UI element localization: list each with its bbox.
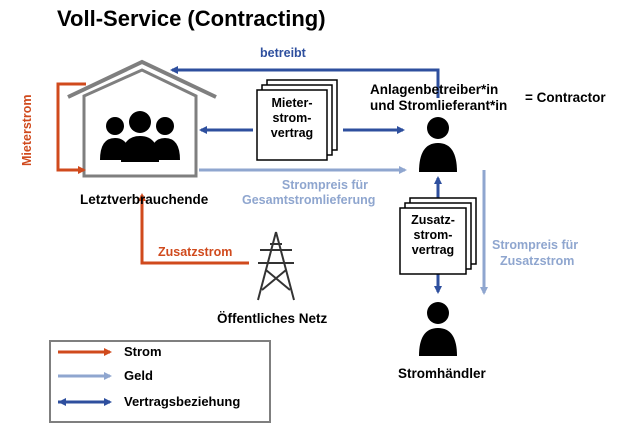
oeffentliches-netz-label: Öffentliches Netz bbox=[217, 311, 328, 326]
doc-line: strom- bbox=[272, 111, 312, 125]
doc-line: Zusatz- bbox=[411, 213, 455, 227]
betreibt-arrow bbox=[170, 66, 440, 98]
zusatzstromvertrag-text: Zusatz- strom- vertrag bbox=[400, 213, 466, 258]
contractor-equals-label: = Contractor bbox=[525, 90, 606, 105]
contractor-person-icon bbox=[419, 117, 457, 172]
betreibt-label: betreibt bbox=[260, 46, 306, 60]
doc-line: Mieter- bbox=[271, 96, 313, 110]
contractor-label-line2: und Stromlieferant*in bbox=[370, 98, 508, 113]
stromhaendler-person-icon bbox=[419, 302, 457, 356]
doc-line: vertrag bbox=[270, 126, 314, 140]
legend-box bbox=[49, 340, 271, 423]
zusatzstromvertrag-document-icon bbox=[399, 197, 477, 275]
strompreis-gesamt-label-line1: Strompreis für bbox=[281, 178, 369, 192]
power-pylon-icon bbox=[257, 231, 295, 301]
stromhaendler-label: Stromhändler bbox=[398, 366, 486, 381]
strompreis-zusatz-label-line1: Strompreis für bbox=[492, 238, 579, 252]
mieterstrom-label: Mieterstrom bbox=[20, 94, 34, 166]
legend-geld-label: Geld bbox=[124, 368, 153, 383]
mieterstrom-arrow bbox=[56, 82, 86, 174]
zusatzstrom-arrow bbox=[138, 193, 249, 265]
doc-line: strom- bbox=[413, 228, 453, 242]
page-title: Voll-Service (Contracting) bbox=[57, 6, 326, 31]
people-group-icon bbox=[100, 111, 180, 162]
mieterstromvertrag-document-icon bbox=[256, 79, 338, 161]
zusatzstrom-label: Zusatzstrom bbox=[158, 245, 233, 259]
mieterstromvertrag-text: Mieter- strom- vertrag bbox=[257, 96, 327, 141]
contractor-label-line1: Anlagenbetreiber*in bbox=[370, 82, 499, 97]
letztverbrauchende-label: Letztverbrauchende bbox=[80, 192, 209, 207]
legend-vertrag-label: Vertragsbeziehung bbox=[124, 394, 241, 409]
strompreis-zusatz-label-line2: Zusatzstrom bbox=[500, 254, 575, 268]
doc-line: vertrag bbox=[411, 243, 455, 257]
legend-strom-label: Strom bbox=[124, 344, 162, 359]
strompreis-gesamt-label-line2: Gesamtstromlieferung bbox=[242, 193, 376, 207]
